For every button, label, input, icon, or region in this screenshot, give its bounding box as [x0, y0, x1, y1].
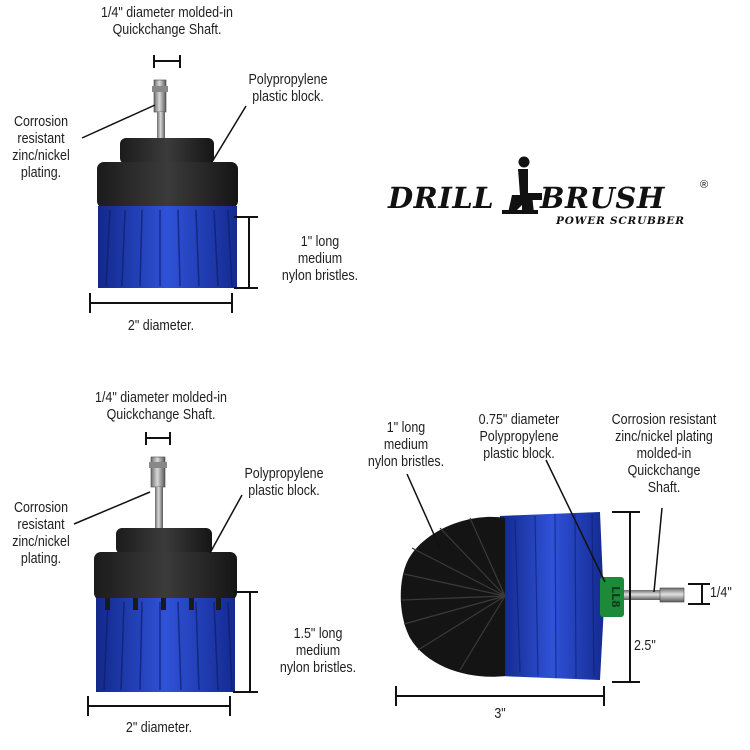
top-bristle-label: 1" long medium nylon bristles.	[281, 234, 359, 284]
bottom-right-block-label: 0.75" diameter Polypropylene plastic blo…	[478, 412, 560, 462]
person-with-drill-icon	[502, 156, 542, 214]
top-brush	[81, 55, 258, 313]
logo-word-brush: BRUSH	[540, 181, 665, 215]
logo-word-drill: DRILL	[388, 181, 495, 215]
bottom-left-bristle-label: 1.5" long medium nylon bristles.	[279, 626, 357, 676]
bottom-left-block-label: Polypropylene plastic block.	[244, 466, 324, 499]
bottom-right-plating-label: Corrosion resistant zinc/nickel plating …	[611, 412, 717, 496]
height-dimension-label: 2.5"	[634, 638, 656, 654]
registered-mark: ®	[700, 179, 709, 191]
top-shaft-label: 1/4" diameter molded-in Quickchange Shaf…	[101, 5, 233, 38]
top-block-label: Polypropylene plastic block.	[248, 72, 328, 105]
bottom-left-brush	[73, 432, 258, 716]
bottom-left-plating-label: Corrosion resistant zinc/nickel plating.	[12, 500, 70, 567]
bottom-right-bristle-label: 1" long medium nylon bristles.	[367, 420, 445, 470]
bottom-left-shaft-label: 1/4" diameter molded-in Quickchange Shaf…	[95, 390, 227, 423]
ring-marking: LL8	[609, 586, 622, 608]
top-diameter-label: 2" diameter.	[127, 318, 195, 334]
bottom-left-diameter-label: 2" diameter.	[125, 720, 193, 736]
shaft-dimension-label: 1/4"	[710, 585, 732, 601]
logo-tagline: POWER SCRUBBER	[556, 215, 685, 227]
drill-brush-logo: DRILL BRUSH ® POWER SCRUBBER	[388, 155, 718, 235]
length-dimension-label: 3"	[494, 706, 506, 722]
bottom-right-brush: LL8	[395, 459, 710, 706]
top-plating-label: Corrosion resistant zinc/nickel plating.	[12, 114, 70, 181]
